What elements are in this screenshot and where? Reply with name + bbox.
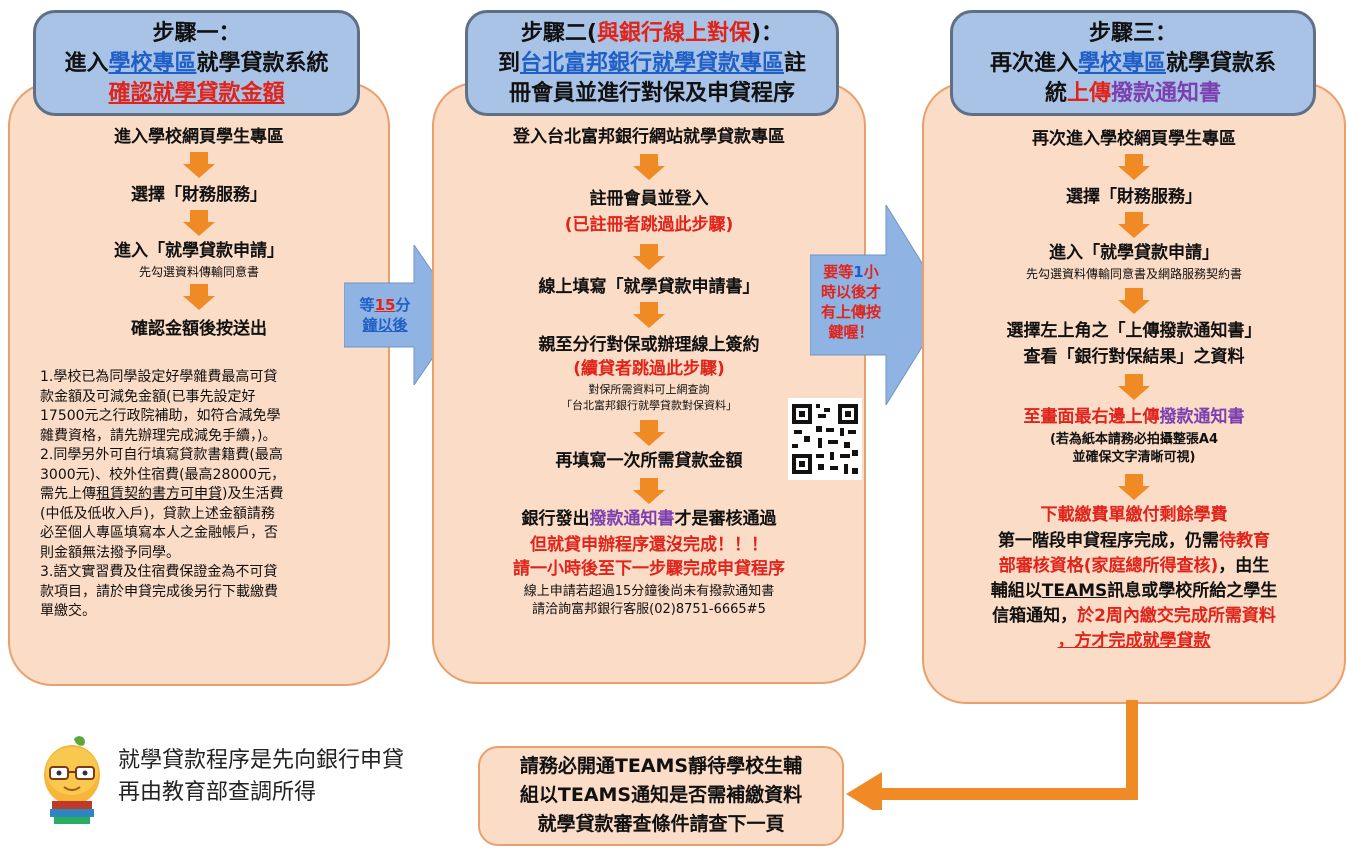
step1-title-line2: 進入學校專區就學貸款系統 <box>64 51 329 76</box>
step1-panel: 進入學校網頁學生專區 選擇「財務服務」 進入「就學貸款申請」 先勾選資料傳輸同意… <box>8 82 390 686</box>
step2-item-4: 親至分行對保或辦理線上簽約 <box>538 335 760 355</box>
step1-title: 步驟一： <box>152 21 241 46</box>
note-line: 款項目，請於申貸完成後另行下載繳費 <box>40 583 278 600</box>
step2-header: 步驟二(與銀行線上對保)： 到台北富邦銀行就學貸款專區註 冊會員並進行對保及申貸… <box>465 10 839 116</box>
arrow2-label: 要等1小 時以後才 有上傳按 鍵喔！ <box>820 263 881 341</box>
step3-title-line3: 統上傳撥款通知書 <box>1044 81 1222 106</box>
teams-notice-line: 組以TEAMS通知是否需補繳資料 <box>519 784 803 806</box>
teams-notice-box: 請務必開通TEAMS靜待學校生輔 組以TEAMS通知是否需補繳資料 就學貸款審查… <box>478 746 844 846</box>
fubon-loan-zone-link[interactable]: 台北富邦銀行就學貸款專區 <box>519 51 784 76</box>
step1-item-1: 進入學校網頁學生專區 <box>114 127 284 147</box>
step3-title-line2: 再次進入學校專區就學貸款系 <box>989 51 1277 76</box>
note-line: 2.同學另外可自行填寫貸款書籍費(最高 <box>40 447 283 463</box>
step3-para-1: 第一階段申貸程序完成，仍需待教育 <box>998 531 1270 551</box>
step3-para-3: 輔組以TEAMS訊息或學校所給之學生 <box>990 581 1278 601</box>
step1-item-2: 選擇「財務服務」 <box>131 185 267 205</box>
step2-title-line1: 步驟二(與銀行線上對保)： <box>520 21 784 46</box>
step2-foot-2: 請洽詢富邦銀行客服(02)8751-6665#5 <box>532 602 766 617</box>
step2-sub-note-2: 「台北富邦銀行就學貸款對保資料」 <box>561 399 737 412</box>
step3-item-2: 選擇「財務服務」 <box>1066 187 1202 207</box>
connector-arrow-icon <box>846 700 1138 810</box>
note-line: 3.語文實習費及住宿費保證金為不可貸 <box>40 564 278 580</box>
step3-item-5: 查看「銀行對保結果」之資料 <box>1023 347 1245 367</box>
step1-item-3: 進入「就學貸款申請」 <box>114 241 284 261</box>
step2-final: 銀行發出撥款通知書才是審核通過 <box>521 509 777 529</box>
step2-item-2: 註冊會員並登入 <box>589 189 709 209</box>
step3-para-2: 部審核資格(家庭總所得查核)，由生 <box>998 556 1270 576</box>
step1-sub-note: 先勾選資料傳輸同意書 <box>138 265 259 279</box>
step3-sub-note: 先勾選資料傳輸同意書及網路服務契約書 <box>1025 267 1242 281</box>
step3-download: 下載繳費單繳付剩餘學費 <box>1040 505 1228 525</box>
note-line: 款金額及可減免金額(已事先設定好 <box>40 388 256 405</box>
step3-para-5: ，方才完成就學貸款 <box>1057 631 1211 651</box>
note-line: 雜費資格，請先辦理完成減免手續，)。 <box>40 427 277 444</box>
note-line: 則金額無法撥予同學。 <box>40 544 180 561</box>
underlined-phrase: 租賃契約書方可申貸 <box>96 486 222 502</box>
step2-sub-note-1: 對保所需資料可上網查詢 <box>588 383 710 396</box>
step3-panel: 再次進入學校網頁學生專區 選擇「財務服務」 進入「就學貸款申請」 先勾選資料傳輸… <box>922 82 1346 704</box>
step2-title-line2: 到台北富邦銀行就學貸款專區註 <box>497 51 807 76</box>
school-zone-link[interactable]: 學校專區 <box>108 51 197 76</box>
note-line: 必至個人專區填寫本人之金融帳戶，否 <box>40 525 278 541</box>
step3-item-3: 進入「就學貸款申請」 <box>1049 243 1219 263</box>
note-line: 單繳交。 <box>40 603 96 619</box>
note-line: (中低及低收入戶)，貸款上述金額請務 <box>40 505 275 522</box>
step2-item-1: 登入台北富邦銀行網站就學貸款專區 <box>513 127 785 147</box>
step2-warn-1: 但就貸申辦程序還沒完成！！！ <box>530 535 768 555</box>
right-arrow-icon <box>810 205 949 405</box>
step3-item-4: 選擇左上角之「上傳撥款通知書」 <box>1006 321 1262 341</box>
note-line: 17500元之行政院補助，如符合減免學 <box>40 408 281 424</box>
step3-header: 步驟三： 再次進入學校專區就學貸款系 統上傳撥款通知書 <box>950 10 1316 116</box>
qr-code-icon[interactable] <box>788 398 862 480</box>
teams-notice-line: 就學貸款審查條件請查下一頁 <box>537 813 785 835</box>
step3-paper-note-1: (若為紙本請務必拍攝整張A4 <box>1049 432 1219 447</box>
mascot-icon <box>44 736 100 824</box>
step2-skip-note: (已註冊者跳過此步驟) <box>564 215 734 235</box>
step3-title: 步驟三： <box>1088 21 1177 46</box>
step1-item-4: 確認金額後按送出 <box>131 319 267 339</box>
step3-para-4: 信箱通知，於2周內繳交完成所需資料 <box>992 606 1276 626</box>
step3-upload: 至畫面最右邊上傳撥款通知書 <box>1023 407 1245 427</box>
note-line: 1.學校已為同學設定好學雜費最高可貸 <box>40 369 278 385</box>
step2-renew-note: (續貸者跳過此步驟) <box>573 359 725 379</box>
note-line: 3000元)、校外住宿費(最高28000元， <box>40 466 286 483</box>
note-line: 需先上傳租賃契約書方可申貸)及生活費 <box>40 486 284 502</box>
step2-warn-2: 請一小時後至下一步驟完成申貸程序 <box>513 559 785 579</box>
school-zone-link[interactable]: 學校專區 <box>1077 51 1166 76</box>
step1-notes: 1.學校已為同學設定好學雜費最高可貸 款金額及可減免金額(已事先設定好 1750… <box>40 368 380 622</box>
step2-item-5: 再填寫一次所需貸款金額 <box>555 451 743 471</box>
step1-title-line3: 確認就學貸款金額 <box>108 81 285 106</box>
step2-item-3: 線上填寫「就學貸款申請書」 <box>538 277 760 297</box>
step3-item-1: 再次進入學校網頁學生專區 <box>1032 129 1236 149</box>
step2-foot-1: 線上申請若超過15分鐘後尚未有撥款通知書 <box>523 584 775 599</box>
arrow1-label: 等15分 鐘以後 <box>359 296 411 334</box>
teams-notice-line: 請務必開通TEAMS靜待學校生輔 <box>519 755 803 777</box>
mascot-caption: 就學貸款程序是先向銀行申貸 再由教育部查調所得 <box>118 748 405 805</box>
step2-title-line3: 冊會員並進行對保及申貸程序 <box>508 81 795 106</box>
step1-header: 步驟一： 進入學校專區就學貸款系統 確認就學貸款金額 <box>33 10 360 116</box>
step3-paper-note-2: 並確保文字清晰可視) <box>1072 450 1196 465</box>
step2-panel: 登入台北富邦銀行網站就學貸款專區 註冊會員並登入 (已註冊者跳過此步驟) 線上填… <box>432 82 866 684</box>
